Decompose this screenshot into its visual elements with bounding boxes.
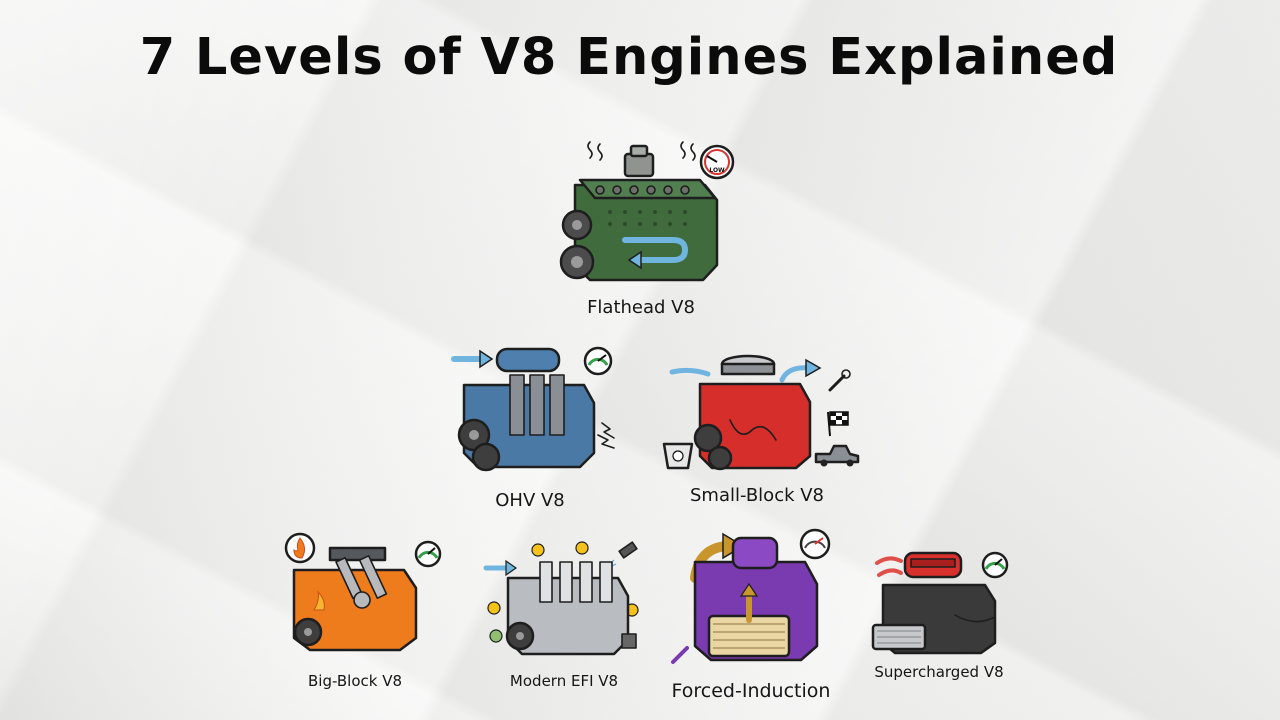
engine-label-big-block: Big-Block V8 bbox=[308, 672, 402, 690]
flathead-engine-illustration: LOW bbox=[559, 141, 735, 282]
engine-label-forced-induction: Forced-Induction bbox=[671, 680, 831, 702]
intercooler-icon bbox=[707, 614, 791, 658]
big-block-engine-illustration bbox=[284, 532, 442, 652]
wrench-icon bbox=[828, 369, 851, 392]
ohv-engine-illustration bbox=[451, 346, 615, 472]
checkered-flag-icon bbox=[827, 411, 849, 437]
chip-icon bbox=[489, 629, 637, 649]
engine-ohv: OHV V8 bbox=[451, 345, 632, 515]
engine-label-flathead: Flathead V8 bbox=[587, 297, 695, 318]
intake-arrow-icon bbox=[483, 559, 518, 577]
heat-arrow-icon bbox=[875, 556, 903, 577]
engine-label-ohv: OHV V8 bbox=[495, 490, 565, 511]
engine-flathead: LOW Flathead V8 bbox=[555, 140, 755, 325]
gauge-icon bbox=[583, 346, 613, 376]
pickup-truck-icon bbox=[814, 444, 860, 467]
scale-icon bbox=[662, 442, 694, 470]
engine-label-supercharged: Supercharged V8 bbox=[874, 663, 1004, 681]
gauge-icon bbox=[799, 528, 831, 560]
engine-modern-efi: Modern EFI V8 bbox=[482, 540, 652, 700]
engine-supercharged: Supercharged V8 bbox=[855, 545, 1025, 695]
gauge-low-text: LOW bbox=[709, 167, 725, 174]
modern-efi-engine-illustration bbox=[483, 541, 639, 656]
airflow-arrow-icon bbox=[669, 358, 822, 383]
flame-icon bbox=[284, 532, 316, 564]
gauge-icon bbox=[981, 551, 1009, 579]
supercharged-engine-illustration bbox=[871, 551, 1009, 655]
gauge-icon bbox=[414, 540, 442, 568]
lightning-icon bbox=[487, 541, 639, 617]
heat-waves-icon bbox=[587, 141, 696, 161]
supercharger-icon bbox=[903, 551, 963, 579]
engine-forced-induction: Forced-Induction bbox=[665, 528, 845, 708]
forced-induction-engine-illustration bbox=[671, 528, 831, 664]
page-title: 7 Levels of V8 Engines Explained bbox=[139, 28, 1119, 87]
intake-arrow-icon bbox=[451, 349, 494, 369]
engine-label-modern-efi: Modern EFI V8 bbox=[509, 672, 619, 690]
engine-small-block: Small-Block V8 bbox=[660, 350, 860, 510]
engine-label-small-block: Small-Block V8 bbox=[689, 485, 824, 506]
engine-big-block: Big-Block V8 bbox=[280, 530, 445, 700]
sound-waves-icon bbox=[597, 422, 615, 449]
flow-arrow-icon bbox=[622, 237, 689, 263]
low-gauge-icon: LOW bbox=[699, 144, 735, 180]
small-block-engine-illustration bbox=[662, 354, 860, 471]
